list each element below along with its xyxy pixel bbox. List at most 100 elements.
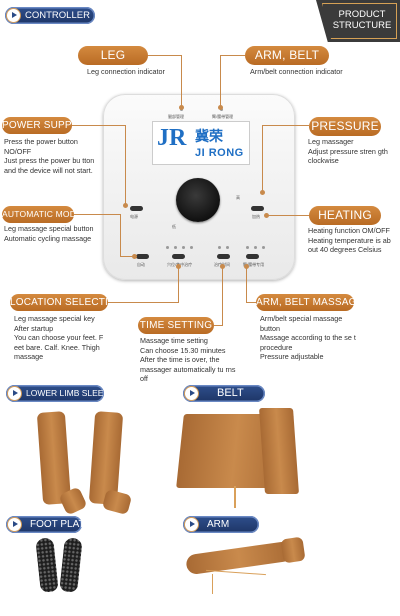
arm-belt-dot xyxy=(218,105,223,110)
heating-leader xyxy=(266,215,309,216)
heating-text: Heating function OM/OFF Heating temperat… xyxy=(308,226,391,255)
arm-belt-massage-tag: ARM, BELT MASSAGE xyxy=(256,294,363,311)
arm-belt-leader xyxy=(220,55,245,56)
arm-belt-tag: ARM, BELT xyxy=(245,46,329,65)
logo-chinese: 冀荣 xyxy=(195,129,223,145)
pressure-text: Leg massager Adjust pressure stren gth c… xyxy=(308,137,388,166)
belt-flap xyxy=(258,408,300,494)
power-leader xyxy=(72,125,125,126)
pressure-dot xyxy=(260,190,265,195)
heating-dot xyxy=(264,213,269,218)
led xyxy=(262,246,265,249)
leg-dot xyxy=(179,105,184,110)
controller-header-tag: CONTROLLER xyxy=(5,7,95,24)
time-button[interactable] xyxy=(217,254,230,259)
arm-management-label: 臂/腰带管理 xyxy=(212,114,234,119)
pressure-leader xyxy=(262,125,309,126)
power-dot xyxy=(123,203,128,208)
time-setting-text: Massage time setting Can choose 15.30 mi… xyxy=(140,336,236,384)
location-leader xyxy=(108,302,178,303)
led xyxy=(226,246,229,249)
low-label: 低 xyxy=(172,224,176,229)
arm-hose xyxy=(212,574,213,594)
led xyxy=(190,246,193,249)
play-icon xyxy=(7,386,22,401)
led xyxy=(166,246,169,249)
auto-leader xyxy=(74,214,120,215)
logo-letters: JR xyxy=(157,125,187,151)
leg-leader xyxy=(181,55,182,108)
auto-leader xyxy=(120,214,121,256)
automatic-mode-text: Leg massage special button Automatic cyc… xyxy=(4,224,94,243)
location-dot xyxy=(176,264,181,269)
belt-label: BELT xyxy=(217,387,244,399)
arm-massage-label: 臂/腰带专用 xyxy=(243,262,265,267)
leg-leader xyxy=(148,55,181,56)
pressure-leader xyxy=(262,125,263,191)
logo-brand: JI RONG xyxy=(195,147,244,159)
sleeve-right-lower xyxy=(101,488,133,516)
location-button[interactable] xyxy=(172,254,185,259)
high-label: 高 xyxy=(236,195,240,200)
led xyxy=(182,246,185,249)
auto-button[interactable] xyxy=(136,254,149,259)
foot-plate-tag: FOOT PLATE xyxy=(6,516,91,533)
location-selection-text: Leg massage special key After startup Yo… xyxy=(14,314,104,362)
pressure-tag: PRESSURE xyxy=(309,117,381,136)
play-icon xyxy=(6,8,21,23)
arm-tag: ARM xyxy=(183,516,259,533)
foot-plate-left xyxy=(35,537,59,593)
arm-hose xyxy=(206,569,266,576)
arm-sleeve xyxy=(185,540,293,576)
sleeve-right xyxy=(88,411,124,505)
time-dot xyxy=(220,264,225,269)
pressure-knob[interactable] xyxy=(176,178,220,222)
automatic-mode-tag: AUTOMATIC MODE xyxy=(2,206,82,223)
play-icon xyxy=(184,386,199,401)
lower-limb-sleeve-label: LOWER LIMB SLEEVE xyxy=(26,388,115,398)
arm-belt-leader xyxy=(220,55,221,108)
foot-plate-label: FOOT PLATE xyxy=(30,519,92,530)
product-structure-line2: STRUCTURE xyxy=(332,20,392,31)
logo-panel: JR 冀荣 JI RONG xyxy=(152,121,250,165)
auto-label: 自动 xyxy=(137,262,145,267)
product-structure-line1: PRODUCT xyxy=(338,9,386,20)
arm-sleeve-end xyxy=(280,536,306,564)
power-leader xyxy=(125,125,126,205)
power-supply-text: Press the power button NO/OFF Just press… xyxy=(4,137,95,175)
auto-dot xyxy=(132,254,137,259)
power-label: 电源 xyxy=(130,214,138,219)
led xyxy=(246,246,249,249)
time-leader xyxy=(222,266,223,326)
leg-management-label: 腿部管理 xyxy=(168,114,184,119)
time-setting-tag: TIME SETTING xyxy=(138,317,214,334)
leg-text: Leg connection indicator xyxy=(87,67,165,76)
led xyxy=(254,246,257,249)
arm-belt-massage-text: Arm/belt special massage button Massage … xyxy=(260,314,356,362)
heating-tag: HEATING xyxy=(309,206,381,225)
heat-button[interactable] xyxy=(251,206,264,211)
arm-massage-leader xyxy=(246,266,247,302)
location-leader xyxy=(178,266,179,303)
arm-massage-button[interactable] xyxy=(246,254,259,259)
auto-leader xyxy=(120,256,134,257)
led xyxy=(218,246,221,249)
arm-belt-text: Arm/belt connection indicator xyxy=(250,67,343,76)
arm-label: ARM xyxy=(207,519,230,530)
leg-tag: LEG xyxy=(78,46,148,65)
play-icon xyxy=(184,517,199,532)
power-button[interactable] xyxy=(130,206,143,211)
foot-plate-right xyxy=(59,537,83,593)
arm-massage-leader xyxy=(246,302,256,303)
lower-limb-sleeve-tag: LOWER LIMB SLEEVE xyxy=(6,385,115,402)
product-structure-banner: PRODUCT STRUCTURE xyxy=(316,0,400,42)
belt-hose xyxy=(234,486,236,508)
heat-label: 加热 xyxy=(252,214,260,219)
led xyxy=(174,246,177,249)
time-leader xyxy=(214,325,222,326)
location-selection-tag: LOCATION SELECTION xyxy=(10,294,123,311)
play-icon xyxy=(7,517,22,532)
belt-tag: BELT xyxy=(183,385,265,402)
controller-label: CONTROLLER xyxy=(25,10,90,21)
arm-massage-dot xyxy=(244,264,249,269)
